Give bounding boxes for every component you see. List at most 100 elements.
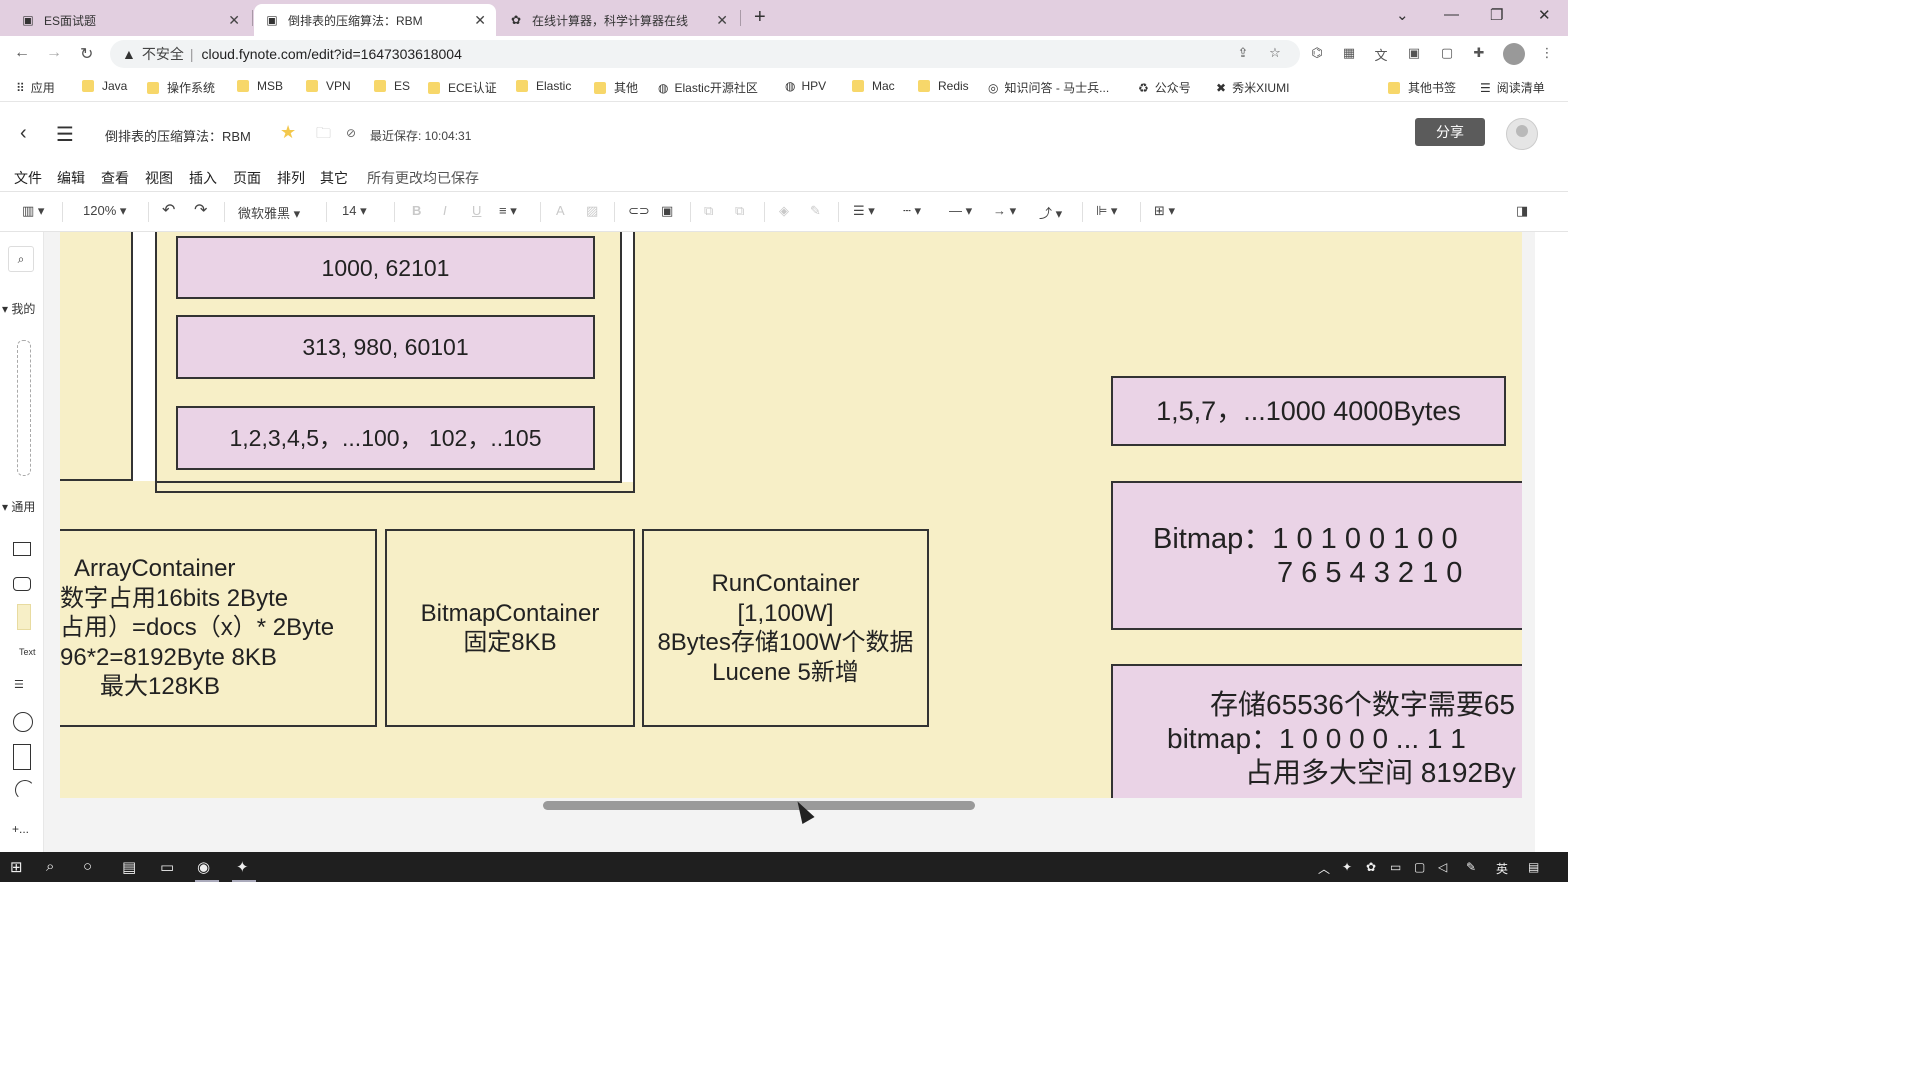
section-general[interactable]: ▾ 通用	[2, 500, 36, 514]
line-color-icon[interactable]: ✎	[810, 203, 821, 218]
rounded-rectangle-shape[interactable]	[13, 577, 31, 591]
menu-page[interactable]: 页面	[233, 170, 261, 186]
new-tab-button[interactable]: +	[754, 6, 766, 28]
italic-icon[interactable]: I	[443, 203, 447, 218]
array-example-block[interactable]: 1,5,7，...1000 4000Bytes	[1111, 376, 1506, 446]
battery-icon[interactable]: ▭	[1390, 860, 1402, 874]
back-icon[interactable]: ←	[14, 44, 30, 61]
container-frame[interactable]	[60, 232, 133, 481]
diagram-canvas[interactable]: 1000, 62101 313, 980, 60101 1,2,3,4,5，..…	[44, 232, 1535, 852]
heading-shape[interactable]: ☰	[14, 679, 24, 691]
bookmark-item[interactable]: Redis	[918, 79, 969, 93]
menu-insert[interactable]: 插入	[189, 170, 217, 186]
zoom-select[interactable]: 120% ▾	[83, 203, 127, 218]
bookmark-item[interactable]: Mac	[852, 79, 895, 93]
share-button[interactable]: 分享	[1415, 118, 1485, 146]
image-icon[interactable]: ▣	[661, 203, 674, 218]
translate-icon[interactable]: 文	[1374, 48, 1388, 63]
tall-rectangle-shape[interactable]	[13, 744, 31, 770]
forward-icon[interactable]: →	[46, 44, 62, 61]
extension-icon[interactable]: ⌬	[1311, 45, 1323, 60]
text-highlight-icon[interactable]: ▨	[586, 203, 599, 218]
run-container-box[interactable]: RunContainer [1,100W] 8Bytes存储100W个数据 Lu…	[642, 529, 929, 727]
input-language[interactable]: 英	[1496, 862, 1509, 876]
reading-list[interactable]: ☰阅读清单	[1480, 80, 1545, 96]
inner-frame[interactable]	[155, 232, 622, 483]
bookmark-item[interactable]: MSB	[237, 79, 283, 93]
browser-tab[interactable]: ▣ ES面试题 ✕	[10, 4, 250, 36]
back-arrow-icon[interactable]: ‹	[20, 122, 27, 144]
bitmap-example-block[interactable]: Bitmap：1 0 1 0 0 1 0 0 7 6 5 4 3 2 1 0	[1111, 481, 1522, 630]
link-icon[interactable]: ⊂⊃	[628, 203, 650, 218]
tray-app-icon[interactable]: ✿	[1366, 860, 1377, 874]
move-folder-icon[interactable]: 🗀	[316, 125, 332, 142]
line-style-icon[interactable]: ┄ ▾	[903, 203, 921, 218]
section-mine[interactable]: ▾ 我的	[2, 302, 36, 316]
windows-start-icon[interactable]: ⊞	[10, 859, 23, 876]
bookmark-item[interactable]: ✖秀米XIUMI	[1216, 80, 1290, 96]
align-objects-icon[interactable]: ⊫ ▾	[1096, 203, 1118, 218]
table-icon[interactable]: ⊞ ▾	[1154, 203, 1176, 218]
rectangle-shape[interactable]	[13, 542, 31, 556]
tab-search-icon[interactable]: ⌄	[1396, 7, 1409, 24]
browser-tab-active[interactable]: ▣ 倒排表的压缩算法：RBM ✕	[254, 4, 496, 36]
bitmap-size-block[interactable]: 存储65536个数字需要65 bitmap：1 0 0 0 0 ... 1 1 …	[1111, 664, 1522, 798]
arc-shape[interactable]	[15, 780, 35, 800]
diagram-page[interactable]: 1000, 62101 313, 980, 60101 1,2,3,4,5，..…	[60, 232, 1522, 798]
minimize-icon[interactable]: —	[1444, 6, 1459, 23]
bookmark-item[interactable]: ♻公众号	[1138, 80, 1191, 96]
bring-front-icon[interactable]: ⧉	[704, 203, 714, 218]
bookmark-item[interactable]: 其他	[594, 79, 638, 96]
fill-color-icon[interactable]: ◈	[779, 203, 789, 218]
puzzle-icon[interactable]: ✚	[1473, 45, 1485, 60]
notifications-icon[interactable]: ▤	[1528, 860, 1540, 874]
bookmark-item[interactable]: Elastic	[516, 79, 571, 93]
reload-icon[interactable]: ↻	[80, 46, 94, 63]
bookmark-item[interactable]: Java	[82, 79, 127, 93]
bookmark-star-icon[interactable]: ☆	[1269, 45, 1281, 60]
favorite-star-icon[interactable]: ★	[280, 122, 297, 142]
app-icon[interactable]: ✦	[236, 859, 249, 876]
bookmark-item[interactable]: ECE认证	[428, 79, 497, 96]
close-tab-icon[interactable]: ✕	[228, 12, 240, 28]
extension-icon[interactable]: ▦	[1342, 45, 1356, 60]
browser-tab[interactable]: ✿ 在线计算器，科学计算器在线 ✕	[498, 4, 738, 36]
font-size-select[interactable]: 14 ▾	[342, 203, 367, 218]
bookmark-item[interactable]: 操作系统	[147, 79, 215, 96]
font-color-icon[interactable]: A	[556, 203, 565, 218]
undo-icon[interactable]: ↶	[162, 202, 176, 219]
connector-style-icon[interactable]: ⤴ ▾	[1039, 206, 1063, 221]
menu-view[interactable]: 查看	[101, 170, 129, 186]
menu-file[interactable]: 文件	[14, 170, 42, 186]
redo-icon[interactable]: ↷	[194, 202, 208, 219]
share-page-icon[interactable]: ⇪	[1237, 45, 1249, 60]
cortana-icon[interactable]: ○	[83, 858, 93, 875]
text-align-icon[interactable]: ≡ ▾	[499, 203, 517, 218]
ellipse-shape[interactable]	[13, 712, 33, 732]
doc-id-block[interactable]: 1000, 62101	[176, 236, 595, 299]
send-back-icon[interactable]: ⧉	[735, 203, 745, 218]
task-view-icon[interactable]: ▤	[122, 859, 137, 876]
menu-display[interactable]: 视图	[145, 170, 173, 186]
extension-icon[interactable]: ▢	[1440, 45, 1454, 60]
document-title[interactable]: 倒排表的压缩算法：RBM	[105, 129, 251, 144]
user-avatar[interactable]	[1506, 118, 1538, 150]
address-bar[interactable]: ▲ 不安全 | cloud.fynote.com/edit?id=1647303…	[110, 40, 1300, 68]
bookmark-item[interactable]: ◎知识问答 - 马士兵...	[988, 80, 1110, 96]
text-shape[interactable]: Text	[19, 647, 36, 657]
font-family-select[interactable]: 微软雅黑 ▾	[238, 206, 301, 221]
close-tab-icon[interactable]: ✕	[716, 12, 728, 28]
close-window-icon[interactable]: ✕	[1538, 7, 1551, 24]
menu-arrange[interactable]: 排列	[277, 170, 305, 186]
line-end-icon[interactable]: → ▾	[993, 203, 1017, 218]
toggle-right-panel-icon[interactable]: ◨	[1516, 203, 1529, 218]
bookmark-other[interactable]: 其他书签	[1388, 79, 1456, 96]
underline-icon[interactable]: U	[472, 203, 482, 218]
close-tab-icon[interactable]: ✕	[474, 12, 486, 28]
chrome-icon[interactable]: ◉	[197, 859, 211, 876]
search-icon[interactable]: ⌕	[46, 858, 55, 875]
bold-icon[interactable]: B	[412, 203, 422, 218]
file-explorer-icon[interactable]: ▭	[160, 859, 175, 876]
bookmark-item[interactable]: ES	[374, 79, 410, 93]
bitmap-container-box[interactable]: BitmapContainer 固定8KB	[385, 529, 635, 727]
